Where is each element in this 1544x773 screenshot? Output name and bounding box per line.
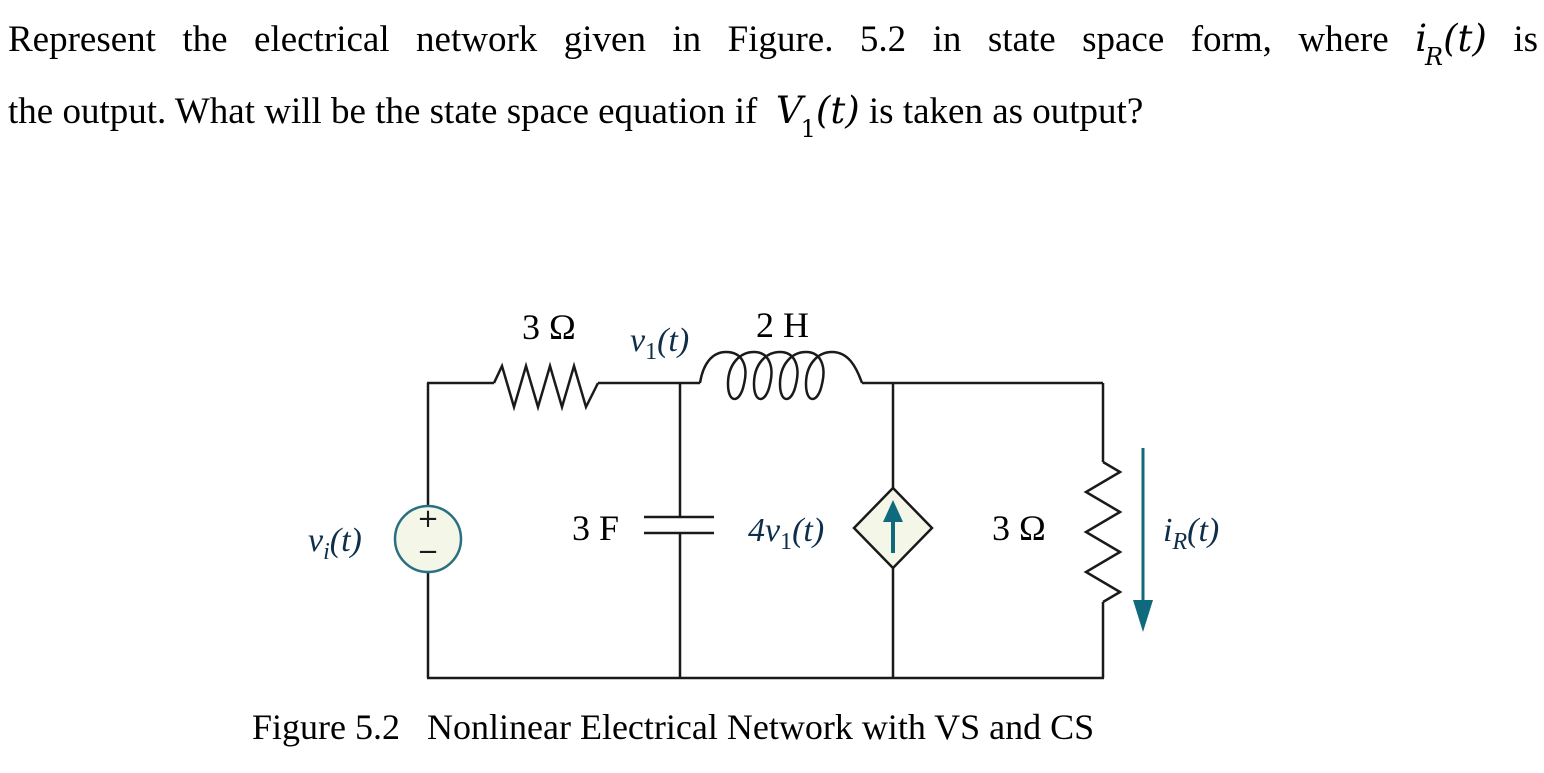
voltage-source: + − <box>393 504 463 574</box>
dependent-current-source <box>852 486 934 570</box>
question-line-2: the output. What will be the state space… <box>8 89 1538 141</box>
resistor-right-label: 3 Ω <box>992 508 1046 548</box>
resistor-left <box>492 361 600 412</box>
figure-caption-text: Nonlinear Electrical Network with VS and… <box>427 707 1095 747</box>
output-current-arrow <box>1133 448 1153 632</box>
resistor-left-label: 3 Ω <box>522 307 576 347</box>
figure-number: Figure 5.2 <box>252 707 400 747</box>
arrow-up-icon <box>883 500 903 522</box>
math-subscript: R <box>1425 43 1444 71</box>
resistor-right <box>1083 460 1123 604</box>
question-text: Represent the electrical network given i… <box>8 19 1389 60</box>
math-expression: V1(t) <box>767 89 860 141</box>
arrow-down-icon <box>1133 600 1153 632</box>
question-text: is <box>1513 19 1538 60</box>
question-text: the output. What will be the state space… <box>8 91 758 132</box>
math-variable: i <box>1415 17 1428 60</box>
source-voltage-label: vi(t) <box>308 522 362 565</box>
math-subscript: 1 <box>800 115 816 143</box>
math-expression: iR(t) <box>1415 17 1487 69</box>
math-argument: (t) <box>1443 17 1487 60</box>
inductor <box>698 350 864 401</box>
figure-caption: Figure 5.2 Nonlinear Electrical Network … <box>252 706 1094 748</box>
node-voltage-label: v1(t) <box>630 322 689 365</box>
math-argument: (t) <box>815 89 860 132</box>
capacitor-label: 3 F <box>572 508 619 548</box>
voltage-source-circle <box>393 504 463 574</box>
plus-sign: + <box>417 504 439 534</box>
circuit-wires <box>426 350 1123 680</box>
inductor-label: 2 H <box>756 305 809 345</box>
output-current-label: iR(t) <box>1163 512 1219 555</box>
question-line-1: Represent the electrical network given i… <box>8 17 1538 69</box>
dependent-source-label: 4v1(t) <box>748 512 824 555</box>
question-text: is taken as output? <box>868 91 1144 132</box>
minus-sign: − <box>417 537 439 567</box>
math-variable: V <box>775 89 803 132</box>
